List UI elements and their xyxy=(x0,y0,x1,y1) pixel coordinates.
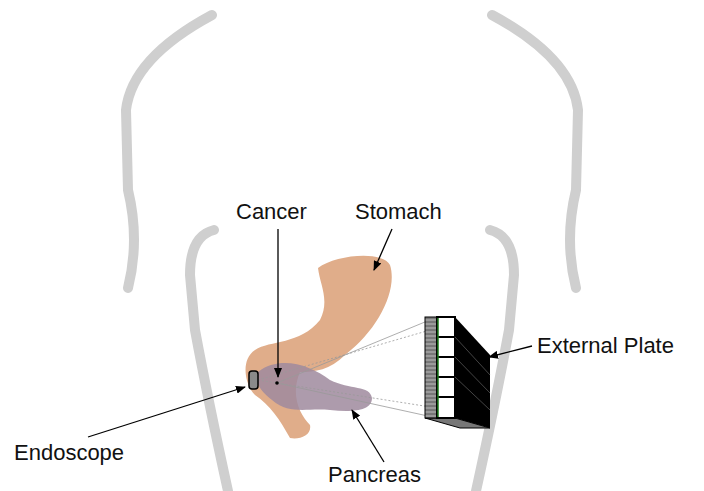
pancreas-shape xyxy=(257,363,372,411)
plate-label: External Plate xyxy=(537,333,674,358)
stomach-label: Stomach xyxy=(355,199,442,224)
external-plate xyxy=(425,317,490,428)
endoscope-symbol xyxy=(249,371,258,389)
cancer-label: Cancer xyxy=(236,199,307,224)
body-outline xyxy=(126,15,578,491)
leader-lines xyxy=(88,229,532,462)
cancer-dot xyxy=(275,381,279,385)
pancreas-label: Pancreas xyxy=(328,462,421,487)
endoscope-label: Endoscope xyxy=(14,440,124,465)
projection-lines xyxy=(258,317,437,418)
